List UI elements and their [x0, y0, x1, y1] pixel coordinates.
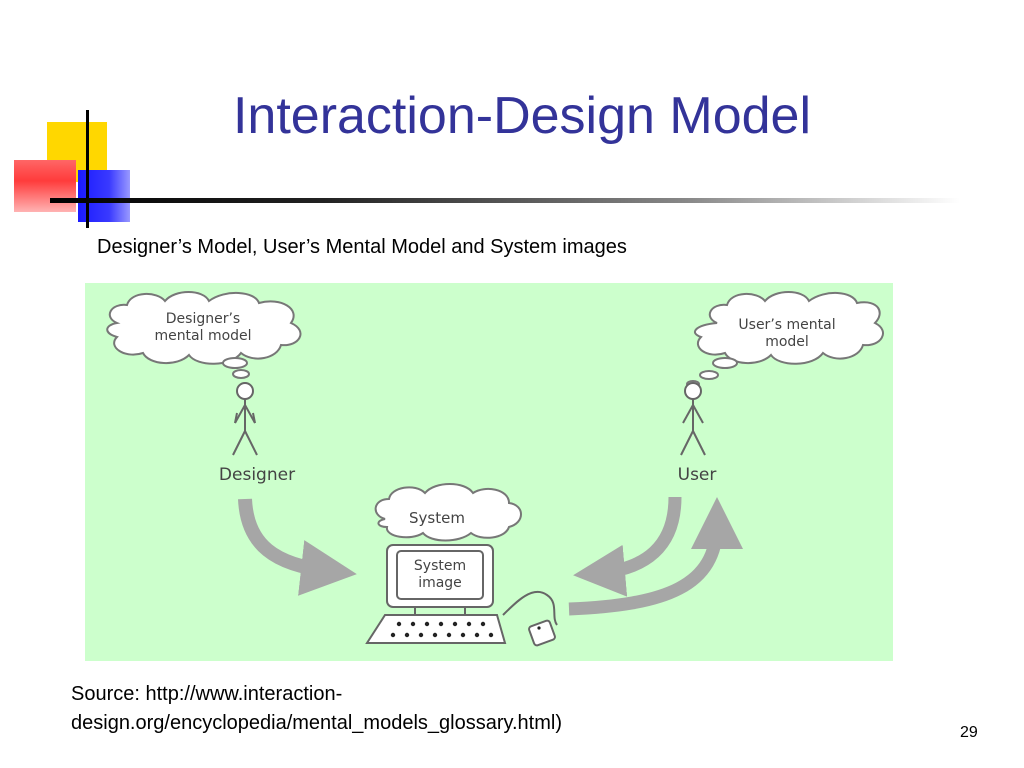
page-number: 29: [960, 724, 978, 741]
decor-red-square: [14, 160, 76, 212]
designer-cloud-line1: Designer’s: [166, 311, 240, 327]
source-line-1: Source: http://www.interaction-: [71, 683, 343, 705]
screen-line1: System: [414, 558, 466, 574]
user-label: User: [678, 465, 717, 485]
slide-subtitle: Designer’s Model, User’s Mental Model an…: [97, 236, 627, 258]
arrow-user-to-system: [573, 496, 682, 597]
system-cloud-label: System: [409, 509, 465, 527]
designer-cloud-line2: mental model: [154, 328, 251, 344]
title-underline: [50, 198, 960, 203]
user-cloud-line2: model: [765, 334, 809, 350]
user-figure: [680, 382, 706, 456]
designer-figure: [232, 382, 258, 456]
designer-thought-cloud: Designer’s mental model: [106, 291, 302, 379]
computer-icon: System image: [365, 544, 507, 644]
source-citation: Source: http://www.interaction- design.o…: [71, 680, 562, 738]
screen-line2: image: [418, 575, 462, 591]
page-title: Interaction-Design Model: [232, 87, 812, 145]
interaction-design-diagram: Designer’s mental model User’s mental mo…: [85, 283, 893, 661]
decor-vertical-line: [86, 110, 89, 228]
user-thought-cloud: User’s mental model: [686, 291, 884, 388]
source-line-2: design.org/encyclopedia/mental_models_gl…: [71, 712, 562, 734]
mouse-icon: [502, 590, 558, 647]
designer-label: Designer: [219, 465, 295, 485]
arrow-designer-to-system: [238, 498, 357, 596]
arrow-system-to-user: [568, 497, 743, 616]
system-cloud: System: [374, 483, 522, 542]
user-cloud-line1: User’s mental: [738, 317, 835, 333]
